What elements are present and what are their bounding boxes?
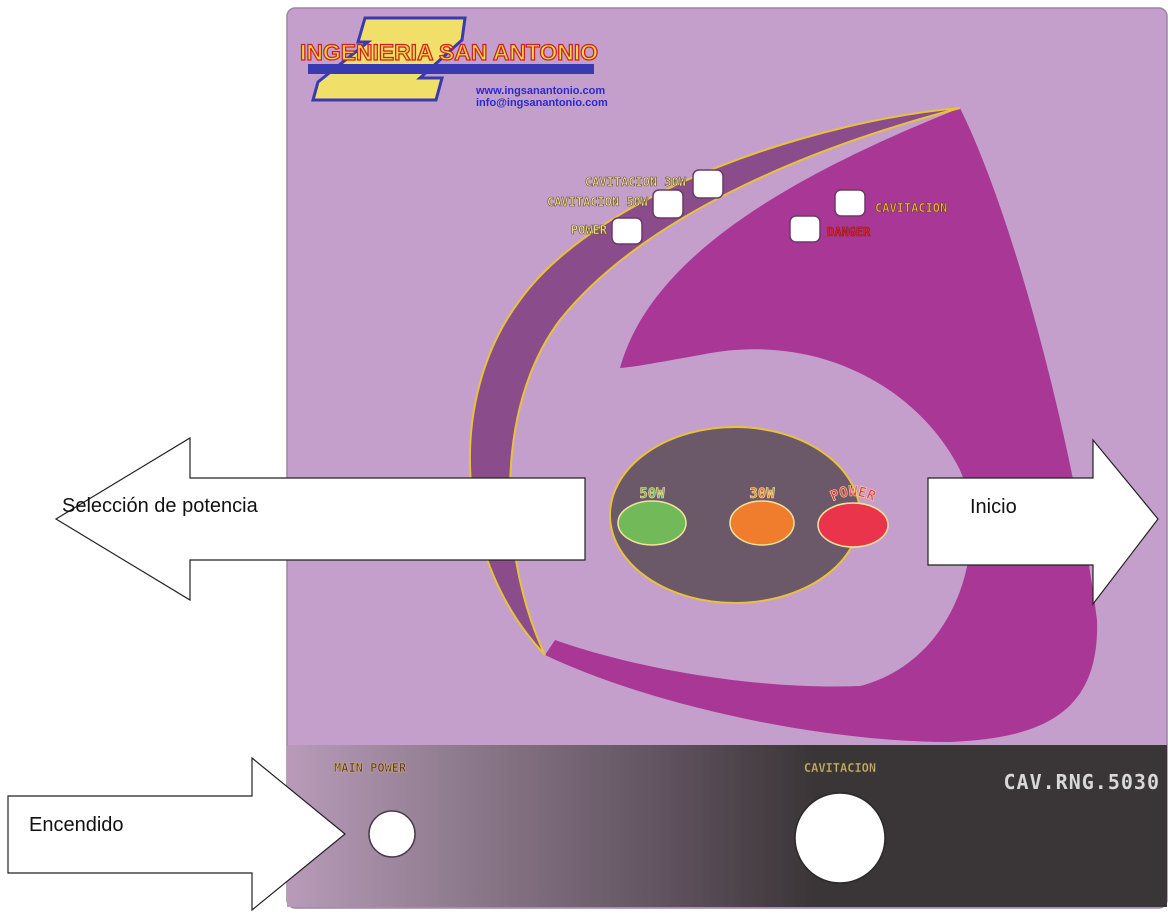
button-power-led[interactable] bbox=[817, 502, 889, 548]
company-logo: INGENIERIA SAN ANTONIO www.ingsanantonio… bbox=[299, 16, 608, 109]
magenta-shape bbox=[545, 108, 1098, 742]
indicator-led bbox=[611, 217, 643, 245]
left-arrow-shape bbox=[54, 436, 586, 602]
indicator-power: POWER bbox=[571, 217, 643, 245]
button-power-label: POWER bbox=[828, 484, 878, 505]
dark-crescent-shape bbox=[469, 107, 961, 656]
indicator-label: CAVITACION 30W bbox=[585, 175, 687, 189]
indicator-label: CAVITACION 50W bbox=[547, 195, 649, 209]
indicator-cavitacion: CAVITACION bbox=[834, 189, 948, 217]
logo-email: info@ingsanantonio.com bbox=[476, 97, 608, 109]
indicator-led bbox=[834, 189, 866, 217]
callout-inicio: Inicio bbox=[927, 438, 1159, 606]
callout-seleccion-de-potencia: Selección de potencia bbox=[54, 436, 586, 602]
cavitacion-start-label: CAVITACION bbox=[804, 761, 876, 775]
main-power-button[interactable] bbox=[368, 810, 416, 858]
indicator-led bbox=[789, 215, 821, 243]
model-label: CAV.RNG.5030 bbox=[1004, 770, 1161, 794]
button-power[interactable]: POWER bbox=[817, 484, 889, 548]
callout-inicio-text: Inicio bbox=[970, 496, 1017, 518]
button-50w[interactable]: 50W bbox=[617, 486, 687, 546]
encendido-arrow-shape bbox=[7, 756, 346, 912]
button-50w-label: 50W bbox=[639, 486, 665, 502]
indicator-cavitacion-30w: CAVITACION 30W bbox=[585, 169, 724, 199]
callout-encendido: Encendido bbox=[7, 756, 346, 912]
indicator-led bbox=[652, 189, 684, 219]
button-30w-label: 30W bbox=[749, 486, 775, 502]
main-power-label: MAIN POWER bbox=[334, 761, 407, 775]
button-30w[interactable]: 30W bbox=[729, 486, 795, 546]
indicator-danger: DANGER bbox=[789, 215, 871, 243]
bottom-strip bbox=[287, 745, 1167, 907]
right-arrow-shape bbox=[927, 438, 1159, 606]
indicator-led bbox=[692, 169, 724, 199]
callout-seleccion-text: Selección de potencia bbox=[62, 495, 259, 517]
logo-emblem bbox=[311, 16, 467, 102]
callout-encendido-text: Encendido bbox=[29, 814, 124, 836]
indicator-label: DANGER bbox=[827, 225, 871, 239]
button-50w-led[interactable] bbox=[617, 500, 687, 546]
cavitacion-start-button[interactable] bbox=[794, 792, 886, 884]
indicator-cavitacion-50w: CAVITACION 50W bbox=[547, 189, 684, 219]
button-30w-led[interactable] bbox=[729, 500, 795, 546]
logo-band bbox=[308, 64, 594, 74]
indicator-label: POWER bbox=[571, 223, 608, 237]
button-power-label-path: POWER bbox=[828, 484, 879, 506]
indicator-label: CAVITACION bbox=[875, 201, 947, 215]
logo-website: www.ingsanantonio.com bbox=[475, 85, 605, 97]
logo-company-name: INGENIERIA SAN ANTONIO bbox=[300, 40, 598, 65]
